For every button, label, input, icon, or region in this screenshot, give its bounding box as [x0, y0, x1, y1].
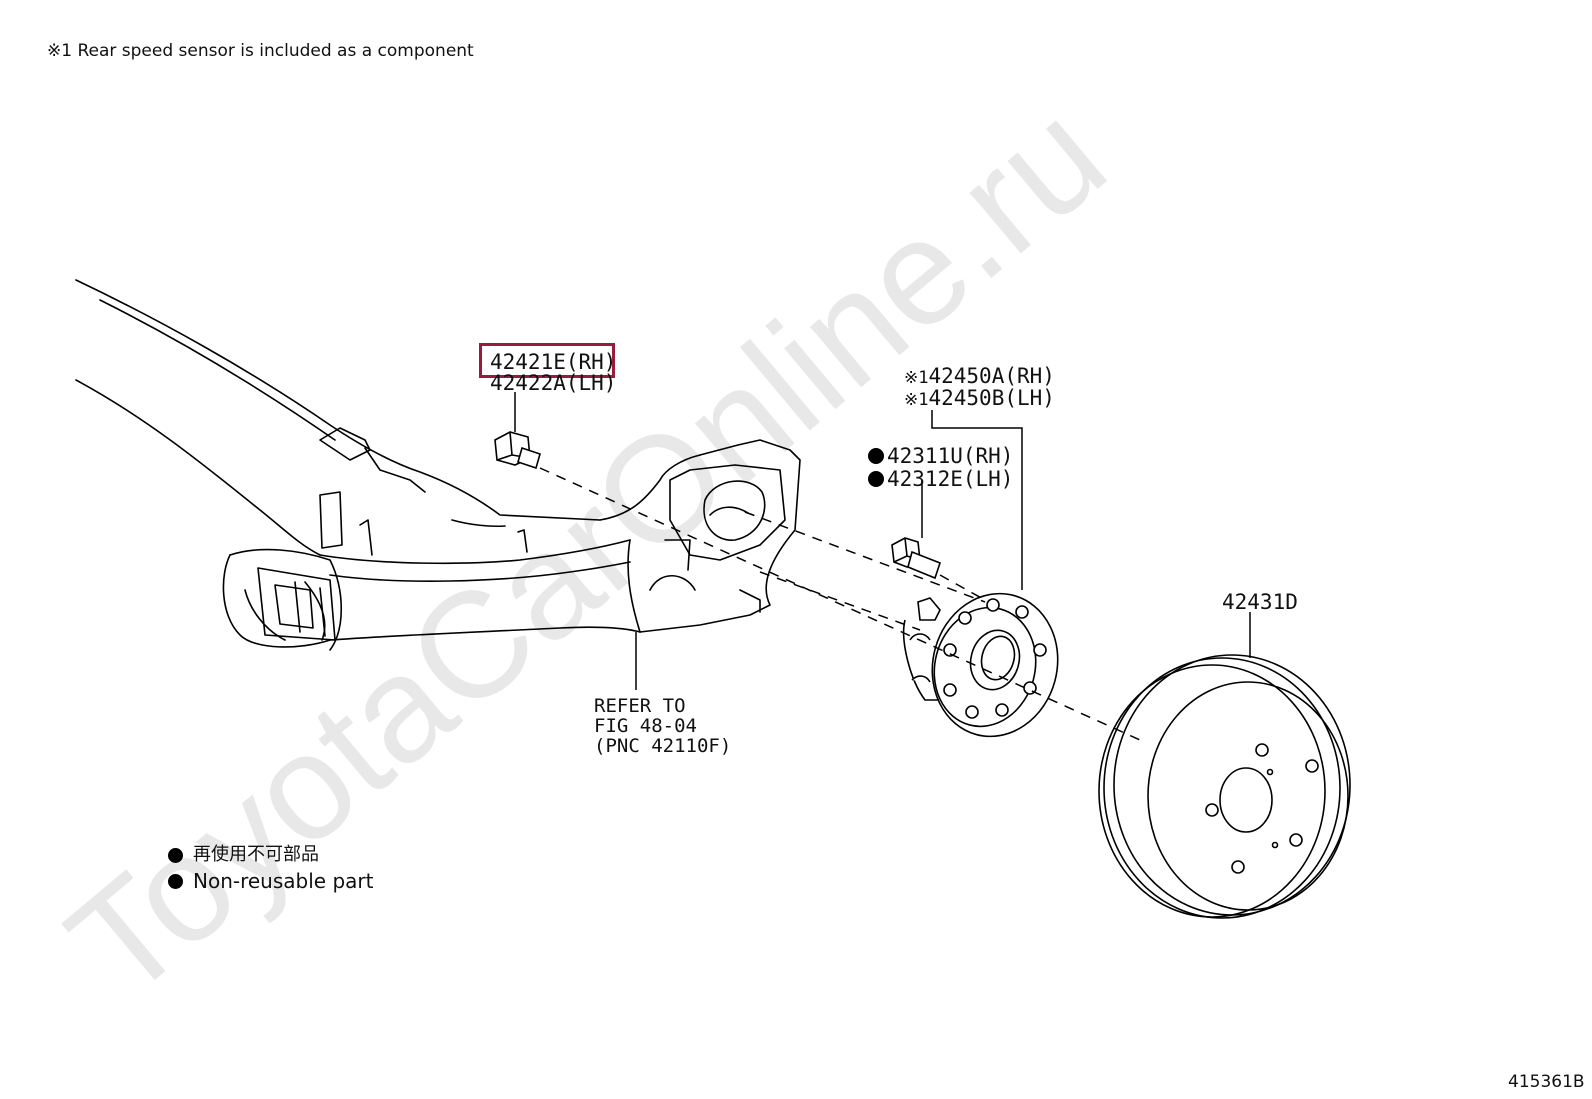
component-mark: ※1: [904, 368, 929, 388]
part-label-42450b[interactable]: ※142450B(LH): [904, 388, 1055, 409]
non-reusable-dot-icon: [868, 448, 884, 464]
refer-line-3[interactable]: (PNC 42110F): [594, 735, 732, 757]
part-label-42421e[interactable]: 42421E(RH): [490, 350, 617, 374]
part-label-42422a[interactable]: 42422A(LH): [490, 371, 617, 395]
assembly-dashed-lines: [539, 467, 1141, 741]
part-number-text: 42311U(RH): [887, 444, 1014, 468]
rear-axle-hub-illustration: [902, 592, 1059, 738]
part-label-42311u[interactable]: 42311U(RH): [868, 446, 1013, 467]
non-reusable-dot-icon: [168, 873, 183, 889]
non-reusable-dot-icon: [868, 471, 884, 487]
part-highlight-box: [479, 343, 615, 378]
part-number-text: 42450A(RH): [928, 364, 1055, 388]
rear-axle-beam: [75, 279, 801, 651]
part-label-42431d[interactable]: 42431D: [1222, 590, 1298, 614]
axle-bolt-illustration: [494, 431, 541, 470]
refer-line-2[interactable]: FIG 48-04: [594, 715, 697, 737]
legend-row-en: Non-reusable part: [168, 871, 373, 891]
non-reusable-dot-icon: [168, 847, 183, 863]
refer-line-1[interactable]: REFER TO: [594, 695, 686, 717]
part-label-42312e[interactable]: 42312E(LH): [868, 469, 1013, 490]
brake-drum-illustration: [1098, 654, 1351, 919]
legend-row-jp: 再使用不可部品: [168, 846, 319, 864]
legend-text-jp: 再使用不可部品: [193, 844, 319, 865]
part-number-text: 42450B(LH): [928, 386, 1055, 410]
part-label-42450a[interactable]: ※142450A(RH): [904, 366, 1055, 387]
header-note: ※1 Rear speed sensor is included as a co…: [47, 41, 474, 61]
part-number-text: 42312E(LH): [887, 467, 1014, 491]
figure-id: 415361B: [1508, 1072, 1585, 1092]
hub-stud-illustration: [891, 537, 941, 580]
leader-lines: [514, 392, 1251, 690]
component-mark: ※1: [904, 390, 929, 410]
legend-text-en: Non-reusable part: [193, 869, 374, 893]
